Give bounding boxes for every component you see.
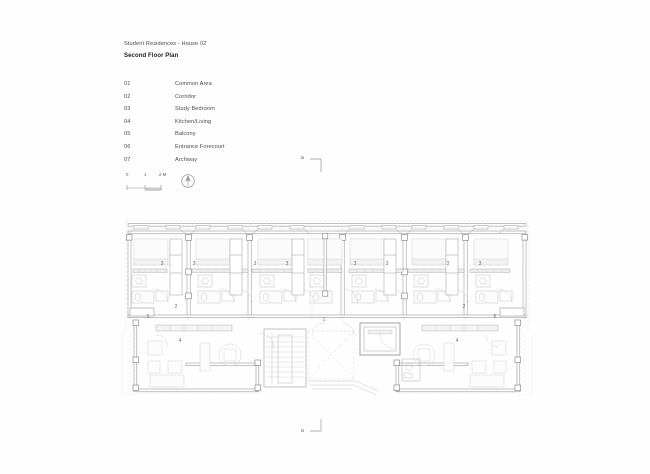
living-furniture-right xyxy=(412,340,507,388)
riser-shaft xyxy=(169,238,459,296)
legend-key: 01 xyxy=(124,81,131,87)
legend-item: 04 Kitchen/Living xyxy=(124,119,384,132)
lift-shaft xyxy=(359,322,401,356)
legend-key: 03 xyxy=(124,106,131,113)
title-block: Student Residences - House 02 Second Flo… xyxy=(124,41,424,59)
page-title: Second Floor Plan xyxy=(124,52,179,59)
room-tag-kitchen-right: 4 xyxy=(456,338,459,344)
armchair xyxy=(493,360,507,374)
north-window-row xyxy=(128,225,519,235)
wc-pod xyxy=(401,358,421,382)
room-tag-balcony-right: 6 xyxy=(494,314,497,320)
entrance-ramp xyxy=(308,380,379,396)
legend-item: 03 Study Bedroom xyxy=(124,106,384,119)
floor-plan-drawing: 3 3 3 3 3 3 3 3 2 2 5 6 1 4 4 xyxy=(112,203,542,423)
legend-item: 01 Common Area xyxy=(124,81,384,94)
room-tag-bed-2: 3 xyxy=(193,261,196,267)
legend-item: 07 Archway xyxy=(124,157,384,170)
spine-wall xyxy=(322,233,329,297)
floor-plan-svg: 3 3 3 3 3 3 3 3 2 2 5 6 1 4 4 xyxy=(121,220,533,396)
section-marker-label: a xyxy=(301,155,304,161)
section-marker-bottom: a xyxy=(301,419,322,434)
scale-tick-0: 0 xyxy=(126,172,129,177)
legend-label: Kitchen/Living xyxy=(175,118,212,125)
room-tag-corridor-left: 2 xyxy=(175,304,178,310)
room-tag-bed-4: 3 xyxy=(286,261,289,267)
legend-item: 05 Balcony xyxy=(124,131,384,144)
room-tag-bed-3: 3 xyxy=(254,261,257,267)
legend-label: Archway xyxy=(175,156,198,163)
room-tag-bed-5: 3 xyxy=(354,261,357,267)
balcony-slab xyxy=(129,307,525,317)
legend-label: Common Area xyxy=(175,81,212,87)
legend-item: 02 Corridor xyxy=(124,94,384,107)
dining-bench xyxy=(443,342,455,372)
room-tag-bed-8: 3 xyxy=(479,261,482,267)
room-tag-bed-6: 3 xyxy=(386,261,389,267)
legend-label: Balcony xyxy=(175,131,196,138)
scale-tick-2: 2 M xyxy=(159,172,167,177)
legend-label: Entrance Forecourt xyxy=(175,143,225,150)
lower-door-swing xyxy=(155,322,499,350)
section-marker-top: a xyxy=(301,155,322,172)
legend-key: 02 xyxy=(124,93,131,100)
scale-bar: 0 1 2 M xyxy=(126,172,172,198)
legend-key: 04 xyxy=(124,118,131,125)
room-tag-bed-1: 3 xyxy=(161,261,164,267)
sofa xyxy=(469,374,505,388)
legend-key: 07 xyxy=(124,156,131,163)
legend: 01 Common Area 02 Corridor 03 Study Bedr… xyxy=(124,81,384,169)
room-number-tags: 3 3 3 3 3 3 3 3 2 2 5 6 1 4 4 xyxy=(147,261,497,344)
armchair xyxy=(147,360,161,374)
legend-label: Corridor xyxy=(175,93,197,100)
armchair xyxy=(471,360,487,374)
living-furniture-left xyxy=(147,340,242,388)
stair-core xyxy=(263,328,307,388)
kitchen-counter xyxy=(155,324,499,332)
armchair xyxy=(167,360,183,374)
room-tag-common-area: 1 xyxy=(323,317,326,323)
armchair xyxy=(147,340,163,356)
corridor-south-wall xyxy=(127,314,527,318)
stair-balustrade xyxy=(277,334,293,384)
dining-table xyxy=(218,343,242,367)
legend-key: 05 xyxy=(124,131,131,138)
legend-key: 06 xyxy=(124,143,131,150)
dining-bench xyxy=(199,342,211,372)
section-marker-label: a xyxy=(301,428,304,434)
room-tag-balcony-left: 5 xyxy=(147,314,150,320)
room-tag-bed-7: 3 xyxy=(447,261,450,267)
legend-label: Study Bedroom xyxy=(175,106,215,113)
bedroom-furniture-group xyxy=(131,238,513,304)
room-tag-corridor-right: 2 xyxy=(463,304,466,310)
lower-columns xyxy=(132,319,521,391)
forecourt-edge xyxy=(121,314,533,396)
north-arrow-icon xyxy=(180,173,196,194)
floor-void xyxy=(307,330,355,380)
sofa xyxy=(149,374,185,388)
north-external-wall xyxy=(127,223,527,235)
paving-edge xyxy=(130,226,526,394)
armchair xyxy=(491,340,507,356)
legend-item: 06 Entrance Forecourt xyxy=(124,144,384,157)
dining-table xyxy=(412,343,436,367)
scale-bar-graphic xyxy=(126,185,162,191)
scale-tick-1: 1 xyxy=(144,172,147,177)
room-tag-kitchen-left: 4 xyxy=(179,338,182,344)
project-title: Student Residences - House 02 xyxy=(124,41,207,47)
